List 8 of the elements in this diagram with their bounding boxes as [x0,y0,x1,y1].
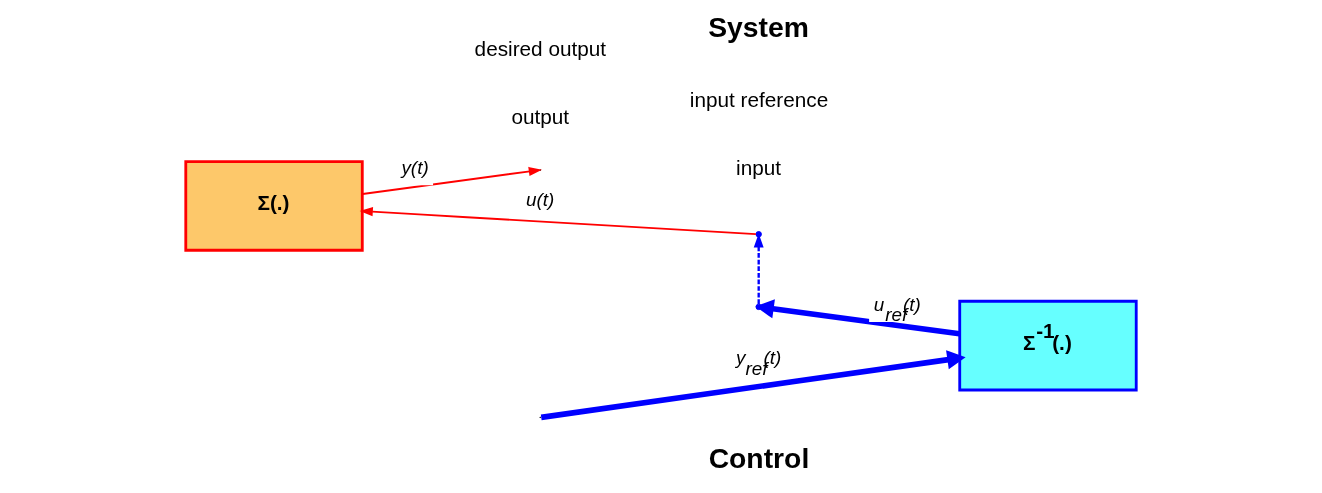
label: input [736,156,782,180]
label: output [511,105,570,129]
edge-label: u(t) [526,188,555,210]
label: desired output [474,37,607,61]
label: Control [708,441,810,474]
label: System [708,11,809,44]
label: input reference [689,88,829,112]
edge-label: y(t) [401,156,429,178]
